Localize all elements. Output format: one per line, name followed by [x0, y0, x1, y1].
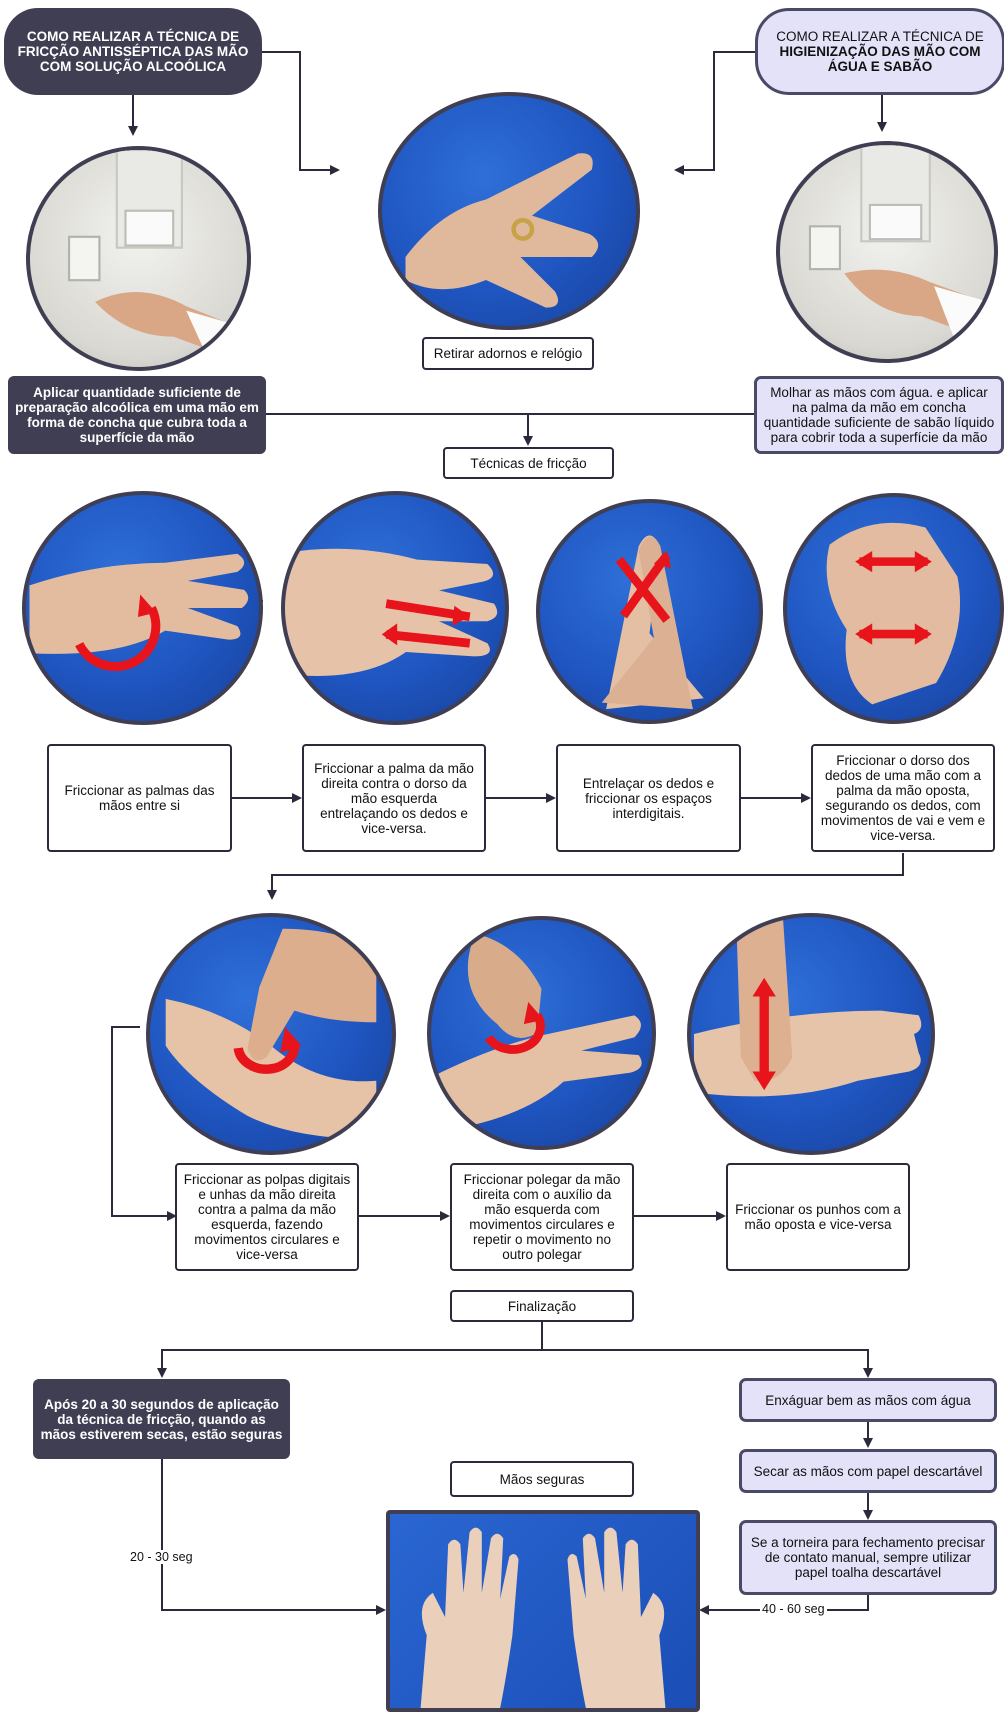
fingertips-photo	[146, 913, 396, 1155]
water-soap-title-bold: HIGIENIZAÇÃO DAS MÃO COM ÁGUA E SABÃO	[764, 44, 996, 74]
interlaced-fingers-photo	[536, 499, 763, 724]
rinse-box: Enxáguar bem as mãos com água	[739, 1378, 997, 1422]
water-apply-box: Molhar as mãos com água. e aplicar na pa…	[754, 376, 1004, 454]
soap-dispenser-photo	[776, 141, 998, 363]
safe-hands-label: Mãos seguras	[450, 1461, 634, 1497]
faucet-box: Se a torneira para fechamento precisar d…	[739, 1520, 997, 1595]
alcohol-apply-box: Aplicar quantidade suficiente de prepara…	[8, 376, 266, 454]
rub-wrists-box: Friccionar os punhos com a mão oposta e …	[726, 1163, 910, 1271]
palms-photo	[22, 491, 263, 725]
rub-palms-box: Friccionar as palmas das mãos entre si	[47, 744, 232, 852]
thumb-photo	[427, 916, 656, 1150]
water-soap-title-line1: COMO REALIZAR A TÉCNICA DE	[776, 29, 984, 44]
finalization-box: Finalização	[450, 1290, 634, 1322]
alcohol-dispenser-photo	[26, 146, 251, 371]
back-of-hand-photo	[281, 491, 509, 725]
rub-fingertips-box: Friccionar as polpas digitais e unhas da…	[175, 1163, 359, 1271]
wrist-photo	[687, 913, 935, 1155]
water-time-label: 40 - 60 seg	[760, 1602, 827, 1616]
finger-backs-photo	[783, 493, 1004, 724]
rub-back-box: Friccionar a palma da mão direita contra…	[302, 744, 486, 852]
rub-thumb-box: Friccionar polegar da mão direita com o …	[450, 1163, 634, 1271]
water-soap-technique-title: COMO REALIZAR A TÉCNICA DE HIGIENIZAÇÃO …	[755, 8, 1004, 95]
alcohol-technique-title: COMO REALIZAR A TÉCNICA DE FRICÇÃO ANTIS…	[4, 8, 262, 95]
remove-adornments-box: Retirar adornos e relógio	[422, 337, 594, 370]
interlace-box: Entrelaçar os dedos e friccionar os espa…	[556, 744, 741, 852]
alcohol-done-box: Após 20 a 30 segundos de aplicação da té…	[33, 1379, 290, 1459]
techniques-box: Técnicas de fricção	[443, 447, 614, 479]
rub-fingers-back-box: Friccionar o dorso dos dedos de uma mão …	[811, 744, 995, 852]
alcohol-time-label: 20 - 30 seg	[128, 1550, 195, 1564]
dry-box: Secar as mãos com papel descartável	[739, 1449, 997, 1493]
remove-jewelry-photo	[378, 92, 640, 330]
safe-hands-photo	[386, 1510, 700, 1712]
